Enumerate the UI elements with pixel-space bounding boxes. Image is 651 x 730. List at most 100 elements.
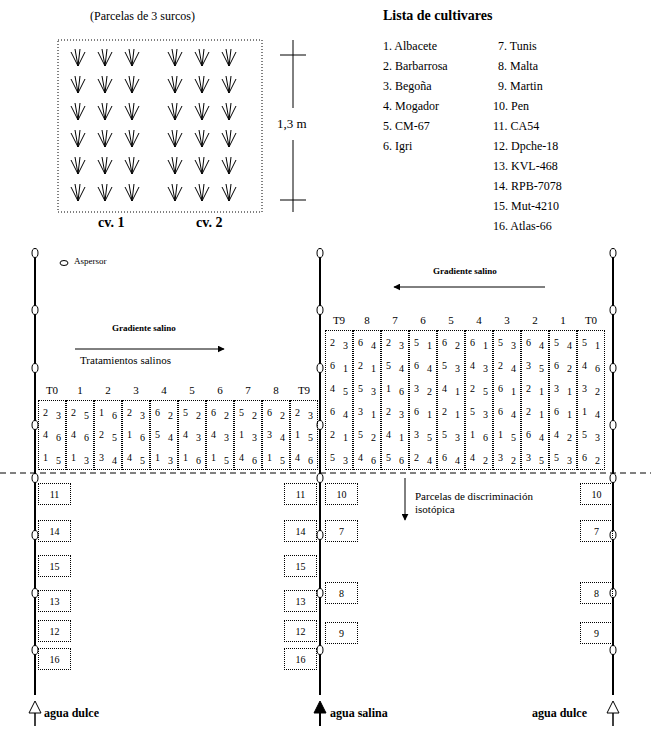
cultivar-number: 2: [280, 410, 285, 421]
cultivar-number: 6: [84, 432, 89, 443]
cultivar-number: 3: [526, 452, 531, 463]
cultivar-number: 4: [539, 340, 544, 351]
treatment-label: 4: [460, 314, 498, 327]
cultivar-number: 1: [539, 409, 544, 420]
cultivar-item: 2. Barbarrosa: [383, 60, 448, 74]
cultivar-number: 5: [183, 407, 188, 418]
cultivar-item: 3. Begoña: [383, 80, 432, 94]
cultivar-number: 5: [554, 337, 559, 348]
cultivar-number: 3: [140, 410, 145, 421]
cultivar-number: 1: [43, 452, 48, 463]
cultivar-number: 6: [211, 407, 216, 418]
cultivar-number: 6: [498, 406, 503, 417]
cultivar-number: 6: [470, 337, 475, 348]
cultivar-number: 4: [567, 340, 572, 351]
cultivar-number: 12: [39, 621, 70, 641]
note: Parcelas de discriminación isotópica: [415, 490, 545, 515]
treatment-label: T9: [285, 384, 323, 397]
cultivar-number: 2: [511, 455, 516, 466]
isotope-plot: 10: [325, 483, 358, 505]
cultivar-number: 3: [252, 432, 257, 443]
text-label: Lista de cultivares: [383, 8, 492, 24]
cultivar-number: 4: [427, 363, 432, 374]
treatment-plot: 3532461641532: [493, 330, 521, 470]
cultivar-number: 3: [498, 452, 503, 463]
cultivar-number: 2: [127, 407, 132, 418]
cultivar-number: 3: [267, 429, 272, 440]
cultivar-number: 6: [252, 455, 257, 466]
treatment-plot: 1546231614253: [549, 330, 577, 470]
cultivar-item: 14. RPB-7078: [493, 180, 562, 194]
treatment-label: 1: [544, 314, 582, 327]
isotope-plot: 12: [38, 620, 71, 642]
treatment-plot: 6516432613524: [409, 330, 437, 470]
cultivar-number: 6: [399, 455, 404, 466]
cultivar-number: 6: [554, 406, 559, 417]
cultivar-number: 1: [498, 429, 503, 440]
sprinklers: [32, 249, 616, 655]
cultivar-number: 5: [582, 337, 587, 348]
cultivar-number: 6: [498, 383, 503, 394]
axis-title: Tratamientos salinos: [80, 354, 171, 367]
cultivar-number: 7: [581, 521, 612, 541]
cultivar-number: 12: [285, 621, 316, 641]
cultivar-number: 6: [582, 452, 587, 463]
cultivar-number: 6: [330, 360, 335, 371]
cultivar-number: 3: [526, 360, 531, 371]
inlet-arrows: [29, 701, 619, 726]
cultivar-item: 13. KVL-468: [493, 160, 558, 174]
cultivar-number: 3: [595, 432, 600, 443]
cultivar-number: 5: [112, 432, 117, 443]
cultivar-item: 15. Mut-4210: [493, 200, 559, 214]
isotope-plot: 16: [284, 648, 317, 670]
cultivar-number: 6: [56, 432, 61, 443]
treatment-label: 7: [376, 314, 414, 327]
isotope-plot: 7: [325, 520, 358, 542]
isotope-plot: 16: [38, 648, 71, 670]
cultivar-number: 1: [595, 340, 600, 351]
cultivar-item: 12. Dpche-18: [493, 140, 558, 154]
cultivar-number: 4: [211, 429, 216, 440]
treatment-plot: 4625413: [150, 400, 178, 470]
isotope-plot: 9: [325, 622, 358, 644]
cultivar-number: 5: [427, 432, 432, 443]
cultivar-number: 13: [39, 591, 70, 611]
cultivar-number: 5: [386, 452, 391, 463]
cultivar-number: 4: [127, 452, 132, 463]
cultivar-number: 1: [343, 363, 348, 374]
cultivar-number: 2: [526, 406, 531, 417]
isotope-plot: 9: [580, 622, 613, 644]
cultivar-number: 4: [295, 452, 300, 463]
cultivar-number: 6: [267, 407, 272, 418]
treatment-label: 1: [61, 384, 99, 397]
cultivar-number: 1: [582, 406, 587, 417]
inlet-label: agua salina: [330, 707, 388, 721]
cultivar-number: 5: [84, 410, 89, 421]
treatment-plot: 5524316: [178, 400, 206, 470]
cultivar-number: 2: [526, 383, 531, 394]
cultivar-number: 4: [470, 452, 475, 463]
cultivar-number: 3: [399, 340, 404, 351]
cultivar-number: 2: [498, 360, 503, 371]
cultivar-number: 1: [511, 386, 516, 397]
cultivar-number: 3: [414, 383, 419, 394]
cultivar-number: 1: [99, 407, 104, 418]
cultivar-number: 6: [140, 432, 145, 443]
cultivar-item: 11. CA54: [493, 120, 539, 134]
treatment-label: 4: [145, 384, 183, 397]
cultivar-number: 6: [442, 337, 447, 348]
cultivar-item: 16. Atlas-66: [493, 220, 552, 234]
cultivar-number: 4: [455, 455, 460, 466]
cultivar-number: 4: [280, 432, 285, 443]
cultivar-number: 8: [581, 583, 612, 603]
cultivar-number: 2: [427, 386, 432, 397]
isotope-plot: 14: [284, 520, 317, 542]
text-label: cv. 1: [98, 215, 124, 231]
cultivar-number: 3: [99, 452, 104, 463]
cultivar-item: 7. Tunis: [498, 40, 537, 54]
treatment-plot: T0514632145362: [577, 330, 605, 470]
cultivar-item: 10. Pen: [493, 100, 529, 114]
cultivar-number: 7: [326, 521, 357, 541]
cultivar-number: 5: [470, 406, 475, 417]
cultivar-number: 2: [99, 429, 104, 440]
